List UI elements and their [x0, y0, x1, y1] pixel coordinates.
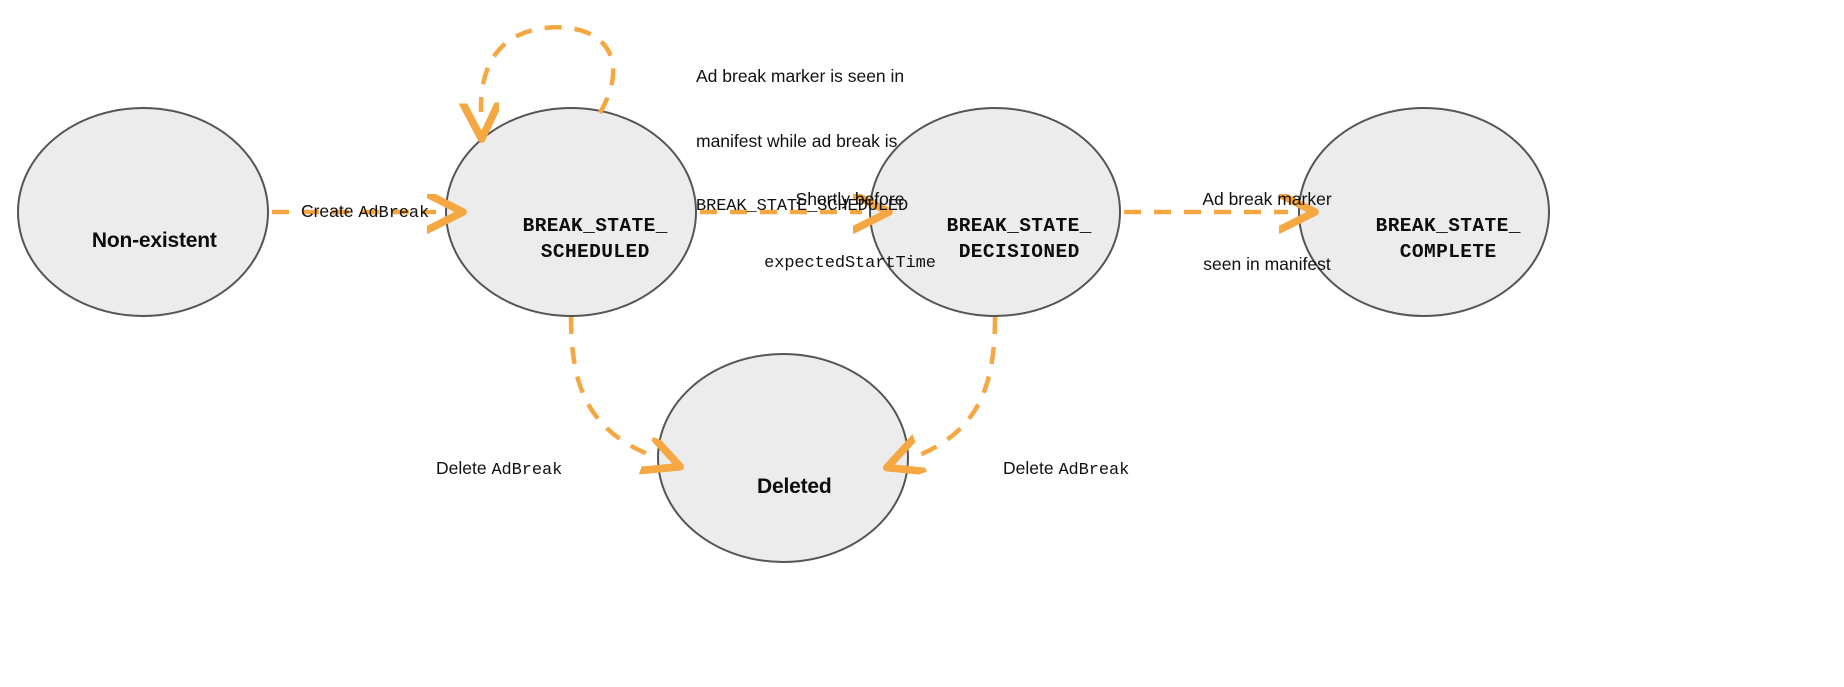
edge-path-delete-from-scheduled — [568, 316, 655, 457]
edge-path-delete-from-decisioned — [912, 316, 998, 458]
edge-path-marker-seen-self-loop — [481, 25, 616, 113]
node-shape-break-state-scheduled[interactable] — [445, 107, 697, 317]
node-shape-break-state-decisioned[interactable] — [869, 107, 1121, 317]
node-shape-non-existent[interactable] — [17, 107, 269, 317]
node-shape-deleted[interactable] — [657, 353, 909, 563]
node-shape-break-state-complete[interactable] — [1298, 107, 1550, 317]
